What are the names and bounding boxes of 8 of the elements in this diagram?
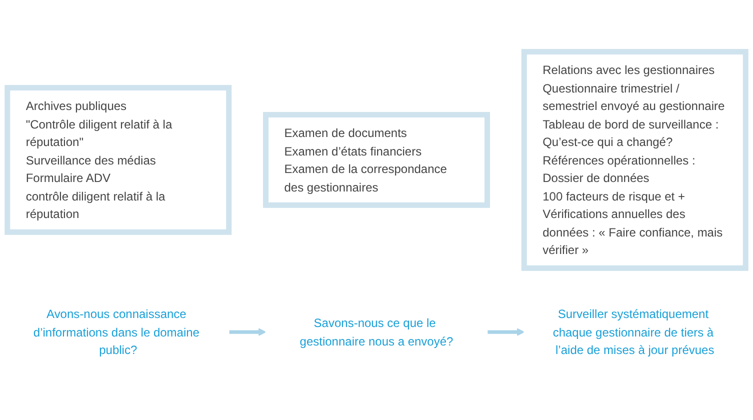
node-box: Examen de documents Examen d’états financiers Examen de la correspondance des gestionnaires: [263, 112, 490, 208]
node-text: Savons-nous ce que le gestionnaire nous a envoyé?: [300, 316, 454, 348]
node-text: Avons-nous connaissance d’informations dans le domaine public?: [33, 306, 200, 357]
arrow: [487, 328, 525, 336]
arrow: [228, 328, 266, 336]
node-text: Surveiller systématiquement chaque gestionnaire de tiers à l’aide de mises à jour prévues: [552, 306, 714, 357]
node-box: Archives publiques "Contrôle diligent relatif à la réputation" Surveillance des médias Formulaire ADV contrôle diligent relatif à la réputation: [4, 84, 232, 235]
node-box: Relations avec les gestionnaires Questionnaire trimestriel / semestriel envoyé au gestionnaire Tableau de bord de surveillance : Qu’est-ce qui a changé? Références opérationnelles : Dossier de données 100 facteurs de risque et + Vérifications annuelles des données : « Faire confiance, mais vérifier »: [521, 48, 748, 271]
